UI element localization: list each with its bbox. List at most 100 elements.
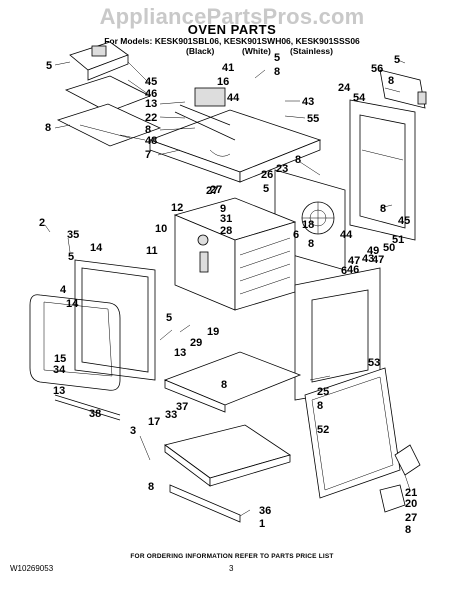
callout: 46 — [347, 264, 359, 276]
callout: 54 — [353, 92, 366, 104]
callout: 14 — [66, 298, 79, 310]
page-number: 3 — [229, 564, 234, 573]
callout: 37 — [176, 401, 188, 413]
callout: 15 — [54, 353, 66, 365]
callout-labels: 5 45 46 8 48 13 22 8 7 41 5 16 8 44 43 5… — [39, 52, 417, 536]
drawer-drawing — [164, 424, 291, 487]
callout: 31 — [220, 213, 232, 225]
callout: 56 — [371, 63, 383, 75]
callout: 44 — [340, 229, 353, 241]
oven-top-plate-drawing — [148, 87, 322, 183]
callout: 21 — [405, 487, 417, 499]
finish-stainless: (Stainless) — [290, 46, 333, 56]
callout: 8 — [148, 481, 154, 493]
callout: 8 — [274, 66, 280, 78]
callout: 22 — [145, 112, 157, 124]
callout: 47 — [372, 254, 384, 266]
callout: 34 — [53, 364, 66, 376]
models-line: For Models: KESK901SBL06, KESK901SWH06, … — [104, 36, 360, 46]
watermark: AppliancePartsPros.com — [99, 4, 365, 29]
finish-black: (Black) — [186, 46, 215, 56]
callout: 50 — [383, 242, 395, 254]
callout: 27 — [210, 184, 222, 196]
callout: 5 — [394, 54, 400, 66]
leader-lines — [44, 59, 411, 517]
callout: 6 — [293, 229, 299, 241]
callout: 2 — [39, 217, 45, 229]
callout: 35 — [67, 229, 79, 241]
callout: 53 — [368, 357, 380, 369]
drawer-slide-drawing — [169, 484, 241, 523]
outer-door-drawing — [294, 267, 381, 401]
callout: 13 — [53, 385, 65, 397]
finish-white: (White) — [242, 46, 271, 56]
callout: 27 — [206, 185, 218, 197]
callout: 47 — [348, 255, 360, 267]
callout: 1 — [259, 518, 265, 530]
callout: 43 — [302, 96, 314, 108]
callout: 45 — [398, 215, 410, 227]
callout: 23 — [276, 163, 288, 175]
callout: 5 — [68, 251, 74, 263]
callout: 10 — [155, 223, 167, 235]
callout: 46 — [145, 88, 157, 100]
callout: 28 — [220, 225, 232, 237]
callout: 7 — [145, 149, 151, 161]
callout: 4 — [60, 284, 67, 296]
callout: 9 — [220, 203, 226, 215]
side-panel-drawing — [349, 99, 416, 241]
callout: 41 — [222, 62, 234, 74]
module-56-drawing — [379, 69, 427, 109]
callout: 8 — [308, 238, 314, 250]
callout: 36 — [259, 505, 271, 517]
callout: 44 — [227, 92, 240, 104]
callout: 51 — [392, 234, 404, 246]
ordering-info: FOR ORDERING INFORMATION REFER TO PARTS … — [130, 553, 334, 560]
callout: 8 — [317, 400, 323, 412]
callout: 27 — [405, 512, 417, 524]
callout: 5 — [274, 52, 280, 64]
callout: 8 — [380, 203, 386, 215]
callout: 55 — [307, 113, 319, 125]
callout: 5 — [263, 183, 269, 195]
callout: 8 — [295, 154, 301, 166]
callout: 8 — [388, 75, 394, 87]
hinge-drawing — [379, 444, 421, 513]
callout: 8 — [145, 124, 151, 136]
callout: 3 — [130, 425, 136, 437]
callout: 45 — [145, 76, 157, 88]
callout: 13 — [174, 347, 186, 359]
callout: 20 — [405, 498, 417, 510]
callout: 14 — [90, 242, 103, 254]
callout: 25 — [317, 386, 329, 398]
callout: 33 — [165, 409, 177, 421]
callout: 49 — [367, 245, 379, 257]
callout: 26 — [261, 169, 273, 181]
callout: 13 — [145, 98, 157, 110]
callout: 5 — [46, 60, 52, 72]
callout: 6 — [341, 265, 347, 277]
callout: 19 — [207, 326, 219, 338]
callout: 12 — [171, 202, 183, 214]
document-number: W10269053 — [10, 564, 54, 573]
callout: 43 — [362, 253, 374, 265]
page-title: OVEN PARTS — [187, 22, 277, 37]
floor-panel-drawing — [163, 351, 302, 413]
callout: 24 — [338, 82, 351, 94]
callout: 11 — [146, 245, 158, 257]
oven-cavity-drawing — [173, 197, 297, 311]
callout: 38 — [89, 408, 101, 420]
callout: 8 — [45, 122, 51, 134]
door-frame-drawing — [29, 259, 156, 421]
callout: 52 — [317, 424, 329, 436]
callout: 5 — [166, 312, 172, 324]
door-glass-drawing — [304, 367, 401, 499]
callout: 17 — [148, 416, 160, 428]
callout: 16 — [217, 76, 229, 88]
callout: 29 — [190, 337, 202, 349]
callout: 8 — [405, 524, 411, 536]
control-bracket-drawing — [56, 41, 162, 147]
callout: 18 — [302, 219, 314, 231]
callout: 8 — [221, 379, 227, 391]
